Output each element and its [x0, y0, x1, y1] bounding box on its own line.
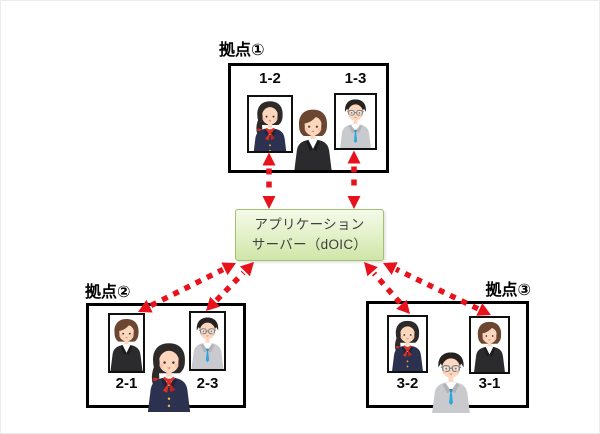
site2-tile1-label: 2-1: [115, 375, 138, 392]
site3-tile1-label: 3-2: [396, 375, 419, 392]
woman-brown-suit-icon: [110, 318, 143, 371]
woman-red-scarf-icon: [148, 342, 190, 412]
site1-local-person: [290, 105, 336, 170]
site1-tile2-label: 1-3: [344, 70, 367, 87]
man-glasses-icon: [339, 99, 372, 148]
site3-label: 拠点③: [485, 282, 531, 299]
site3-tile2-label: 3-1: [478, 375, 501, 392]
woman-brown-suit-icon: [294, 109, 332, 170]
man-glasses-icon: [191, 317, 224, 369]
site3-local-person: [429, 347, 473, 413]
site2-tile2-label: 2-3: [196, 375, 219, 392]
site1-label: 拠点①: [219, 42, 265, 59]
site2-label: 拠点②: [85, 284, 131, 301]
site2-local-person: [148, 338, 190, 412]
woman-brown-suit-icon: [473, 321, 506, 372]
video-tile-3-2: [387, 315, 428, 373]
server-label-line1: アプリケーション: [254, 217, 365, 233]
application-server-box: アプリケーション サーバー（dOIC）: [235, 209, 384, 261]
woman-red-scarf-icon: [252, 100, 288, 151]
woman-red-scarf-icon: [391, 320, 424, 371]
video-tile-3-1: [469, 316, 510, 374]
video-tile-1-3: [334, 93, 377, 150]
server-label-line2: サーバー（dOIC）: [251, 237, 368, 252]
video-tile-2-3: [189, 311, 226, 371]
site1-tile1-label: 1-2: [259, 70, 281, 87]
video-tile-1-2: [247, 95, 293, 153]
man-glasses-icon: [431, 351, 471, 413]
video-tile-2-1: [108, 313, 145, 373]
